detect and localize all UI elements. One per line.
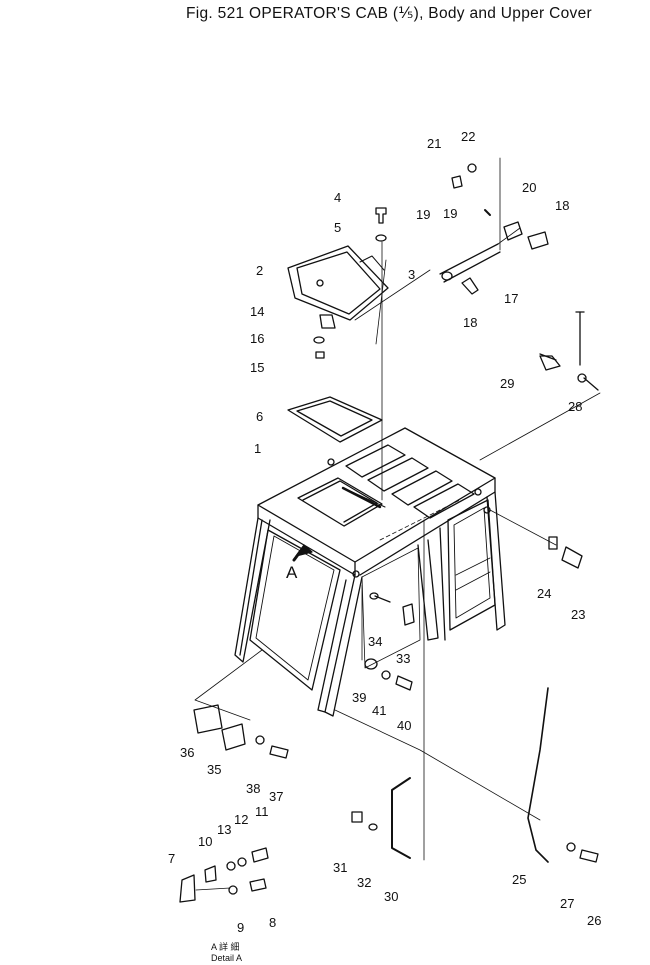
- callout-40: 40: [397, 718, 411, 733]
- callout-18b: 18: [463, 315, 477, 330]
- callout-19a: 19: [416, 207, 430, 222]
- callout-5: 5: [334, 220, 341, 235]
- callout-13: 13: [217, 822, 231, 837]
- callout-25: 25: [512, 872, 526, 887]
- callout-33: 33: [396, 651, 410, 666]
- callout-3: 3: [408, 267, 415, 282]
- callout-37: 37: [269, 789, 283, 804]
- callout-17: 17: [504, 291, 518, 306]
- callout-21: 21: [427, 136, 441, 151]
- callout-8: 8: [269, 915, 276, 930]
- upper-bolts: [451, 163, 549, 250]
- hatch-seal: [287, 396, 383, 443]
- detail-a-parts: [179, 704, 289, 903]
- callout-4: 4: [334, 190, 341, 205]
- lower-parts: [351, 353, 599, 863]
- roof-hatch: [287, 245, 389, 321]
- callout-11: 11: [255, 804, 269, 819]
- view-arrow-a: [292, 544, 313, 562]
- callout-22: 22: [461, 129, 475, 144]
- callout-23: 23: [571, 607, 585, 622]
- damper-rod: [539, 311, 599, 391]
- figure-title: Fig. 521 OPERATOR'S CAB (⅕), Body and Up…: [186, 5, 592, 22]
- detail-caption-en: Detail A: [211, 953, 243, 963]
- callout-31: 31: [333, 860, 347, 875]
- callout-1: 1: [254, 441, 261, 456]
- callout-27: 27: [560, 896, 574, 911]
- callout-15: 15: [250, 360, 264, 375]
- callout-34: 34: [368, 634, 382, 649]
- hinge-rod: [439, 243, 501, 295]
- leader-lines: [194, 157, 601, 861]
- hatch-hardware: [313, 207, 387, 359]
- view-marker-label: A: [286, 563, 298, 582]
- callout-32: 32: [357, 875, 371, 890]
- callout-30: 30: [384, 889, 398, 904]
- callout-39: 39: [352, 690, 366, 705]
- callout-35: 35: [207, 762, 221, 777]
- callout-9: 9: [237, 920, 244, 935]
- callout-26: 26: [587, 913, 601, 928]
- cab-frame: [234, 427, 506, 717]
- callout-36: 36: [180, 745, 194, 760]
- callout-16: 16: [250, 331, 264, 346]
- callout-41: 41: [372, 703, 386, 718]
- detail-caption-jp: A 詳 細: [211, 942, 240, 952]
- callout-28: 28: [568, 399, 582, 414]
- callout-2: 2: [256, 263, 263, 278]
- callout-7: 7: [168, 851, 175, 866]
- callout-12: 12: [234, 812, 248, 827]
- callout-38: 38: [246, 781, 260, 796]
- callout-labels: 1 2 3 4 5 6 7 8 9 10 11 12 13 14 15 16 1…: [168, 129, 601, 935]
- callout-29: 29: [500, 376, 514, 391]
- callout-24: 24: [537, 586, 551, 601]
- callout-19b: 19: [443, 206, 457, 221]
- callout-18a: 18: [555, 198, 569, 213]
- callout-6: 6: [256, 409, 263, 424]
- callout-10: 10: [198, 834, 212, 849]
- callout-14: 14: [250, 304, 264, 319]
- callout-20: 20: [522, 180, 536, 195]
